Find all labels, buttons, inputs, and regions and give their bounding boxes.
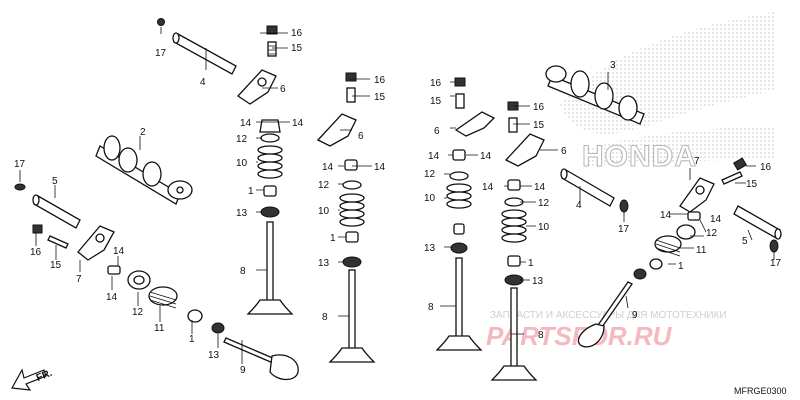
callout-label: 7 <box>76 274 82 285</box>
diagram-code: MFRGE0300 <box>734 386 787 396</box>
callout-label: 14 <box>534 182 546 193</box>
callout-label: 14 <box>240 118 252 129</box>
callout-label: 8 <box>428 302 434 313</box>
callout-label: 17 <box>155 48 167 59</box>
callout-label: 11 <box>696 245 707 256</box>
callout-label: 9 <box>632 310 638 321</box>
callout-label: 12 <box>318 180 330 191</box>
callout-label: 4 <box>576 200 582 211</box>
left-valve-stack <box>107 265 299 381</box>
callout-label: 10 <box>424 193 436 204</box>
callout-label: 12 <box>424 169 436 180</box>
callout-label: 1 <box>189 334 195 345</box>
callout-label: 1 <box>248 186 254 197</box>
leader-lines <box>19 27 775 364</box>
valve-column-c <box>435 77 496 351</box>
callout-label: 14 <box>322 162 334 173</box>
callout-label: 17 <box>770 258 782 269</box>
callout-label: 13 <box>532 276 544 287</box>
callout-label: 10 <box>318 206 330 217</box>
callout-label: 15 <box>430 96 442 107</box>
callout-label: 13 <box>318 258 330 269</box>
callout-label: 3 <box>610 60 616 71</box>
camshaft-right <box>545 65 645 125</box>
callout-label: 4 <box>200 77 206 88</box>
camshaft <box>95 135 193 205</box>
callout-label: 6 <box>280 84 286 95</box>
rocker-arm <box>237 69 277 105</box>
rocker-arm-shaft <box>157 18 237 75</box>
callout-label: 16 <box>533 102 545 113</box>
callout-label: 15 <box>291 43 303 54</box>
rocker-arm-shaft-right-lower <box>733 205 782 253</box>
callout-label: 12 <box>132 307 144 318</box>
callout-label: 6 <box>561 146 567 157</box>
callout-label: 8 <box>538 330 544 341</box>
callout-label: 9 <box>240 365 246 376</box>
callout-label: 6 <box>434 126 440 137</box>
valve-column-b <box>316 72 376 363</box>
callout-label: 8 <box>240 266 246 277</box>
front-direction-arrow <box>11 368 47 391</box>
callout-label: 15 <box>50 260 62 271</box>
callout-label: 12 <box>538 198 550 209</box>
callout-label: 1 <box>528 258 534 269</box>
rocker-arm-left <box>77 225 115 261</box>
rocker-arm-shaft-left <box>14 183 81 229</box>
callout-label: 14 <box>480 151 492 162</box>
callout-label: 2 <box>140 127 146 138</box>
callout-label: 16 <box>374 75 386 86</box>
callout-label: 7 <box>694 156 700 167</box>
adjusting-screw-right <box>721 157 748 185</box>
callout-label: 13 <box>208 350 220 361</box>
callout-label: 14 <box>292 118 304 129</box>
callout-label: 10 <box>236 158 248 169</box>
callout-label: 11 <box>154 323 165 334</box>
callout-label: 16 <box>30 247 42 258</box>
adjusting-screw <box>266 25 278 57</box>
callout-label: 14 <box>482 182 494 193</box>
callout-label: 14 <box>374 162 386 173</box>
callout-label: 5 <box>52 176 58 187</box>
callout-label: 15 <box>374 92 386 103</box>
callout-label: 6 <box>358 131 364 142</box>
front-marker-label: FR. <box>35 368 54 384</box>
adjusting-screw-left <box>32 224 69 249</box>
callout-label: 16 <box>291 28 303 39</box>
callout-label: 13 <box>424 243 436 254</box>
callout-label: 13 <box>236 208 248 219</box>
brand-watermark: HONDA <box>582 140 697 173</box>
right-valve-stack <box>577 211 701 348</box>
callout-label: 10 <box>538 222 550 233</box>
callout-label: 16 <box>760 162 772 173</box>
callout-label: 17 <box>14 159 26 170</box>
rocker-arm-right <box>679 177 715 213</box>
callout-label: 1 <box>678 261 684 272</box>
valve-column-a <box>246 119 294 315</box>
callout-label: 14 <box>428 151 440 162</box>
callout-label: 5 <box>742 236 748 247</box>
callout-label: 14 <box>660 210 672 221</box>
callout-label: 12 <box>236 134 248 145</box>
callout-label: 1 <box>330 233 336 244</box>
callout-label: 14 <box>106 292 118 303</box>
rocker-arm-shaft-right <box>560 168 629 213</box>
callout-label: 17 <box>618 224 630 235</box>
valve-column-d <box>490 101 545 381</box>
callout-label: 16 <box>430 78 442 89</box>
callout-label: 14 <box>113 246 125 257</box>
callout-label: 8 <box>322 312 328 323</box>
callout-label: 15 <box>533 120 545 131</box>
callout-labels: 17 4 16 15 6 2 17 5 16 15 7 14 14 12 11 … <box>14 28 782 376</box>
callout-label: 12 <box>706 228 718 239</box>
callout-label: 14 <box>710 214 722 225</box>
callout-label: 15 <box>746 179 758 190</box>
